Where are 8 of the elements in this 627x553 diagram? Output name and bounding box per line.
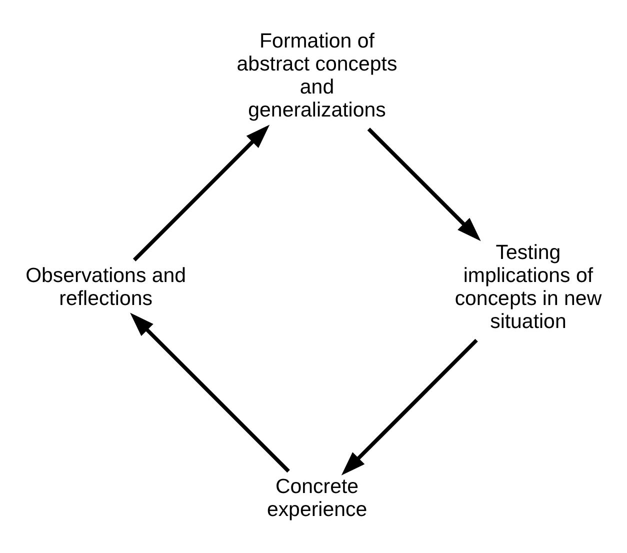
arrow xyxy=(130,312,290,472)
node-text: Concrete experience xyxy=(266,474,368,521)
node-text: Formation of abstract concepts and generalizations xyxy=(236,29,398,122)
node-text: Observations and reflections xyxy=(26,263,186,310)
arrow xyxy=(367,127,481,241)
arrow xyxy=(341,338,478,475)
node-text: Testing implications of concepts in new situation xyxy=(454,240,602,332)
arrow xyxy=(132,124,270,261)
